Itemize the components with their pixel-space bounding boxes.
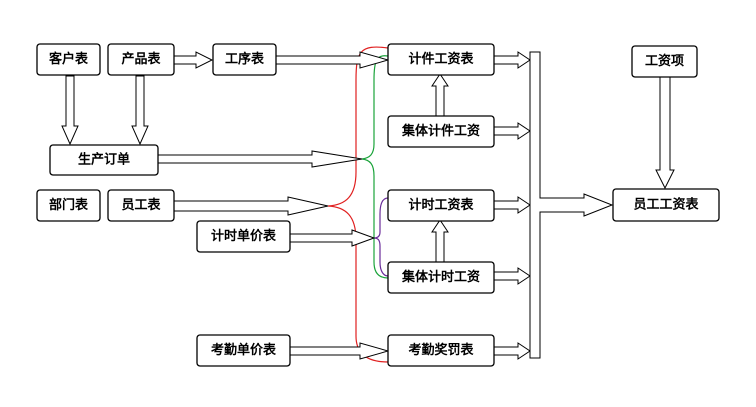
arrow-employee-to-curves xyxy=(173,196,329,216)
arrow-customer-to-order xyxy=(61,75,79,146)
node-process-table: 工序表 xyxy=(212,43,277,76)
arrow-attendance-price-to-reward xyxy=(289,342,390,360)
node-employee-table: 员工表 xyxy=(107,189,175,222)
arrow-group-time-to-collector xyxy=(493,267,531,285)
node-label: 考勤单价表 xyxy=(211,342,277,358)
node-piece-wage-table: 计件工资表 xyxy=(387,43,495,76)
node-label: 产品表 xyxy=(121,51,161,67)
node-customer-table: 客户表 xyxy=(36,43,101,76)
arrow-time-to-collector xyxy=(493,196,531,214)
arrow-order-to-curves xyxy=(157,150,363,168)
node-group-piece-wage: 集体计件工资 xyxy=(387,115,495,148)
arrow-process-to-piece-wage xyxy=(275,51,390,69)
node-label: 计时单价表 xyxy=(211,228,277,244)
arrow-product-to-order xyxy=(131,75,149,146)
node-label: 集体计件工资 xyxy=(401,123,480,139)
node-department-table: 部门表 xyxy=(36,189,101,222)
node-employee-wage-table: 员工工资表 xyxy=(612,188,720,222)
node-label: 工资项 xyxy=(645,53,684,69)
node-attendance-price-table: 考勤单价表 xyxy=(196,334,291,367)
node-label: 部门表 xyxy=(49,197,89,213)
arrow-hourly-price-to-curves xyxy=(289,229,376,247)
node-wage-items: 工资项 xyxy=(631,45,698,78)
node-production-order: 生产订单 xyxy=(49,144,159,176)
node-label: 计件工资表 xyxy=(408,51,474,67)
node-hourly-price-table: 计时单价表 xyxy=(196,220,291,253)
arrow-group-piece-to-piece xyxy=(431,73,449,117)
purple-connector xyxy=(373,197,389,277)
node-label: 生产订单 xyxy=(78,152,130,168)
node-group-time-wage: 集体计时工资 xyxy=(387,261,495,294)
node-label: 考勤奖罚表 xyxy=(408,342,474,358)
node-label: 员工表 xyxy=(121,197,161,213)
arrow-reward-to-collector xyxy=(493,342,531,360)
arrow-group-piece-to-collector xyxy=(493,122,531,140)
arrow-wage-items-to-employee-wage xyxy=(655,75,675,190)
node-label: 工序表 xyxy=(225,51,265,67)
node-product-table: 产品表 xyxy=(107,43,175,76)
node-label: 计时工资表 xyxy=(408,197,474,213)
arrow-piece-to-collector xyxy=(493,51,531,69)
green-connector xyxy=(361,55,389,279)
arrow-product-to-process xyxy=(173,51,214,69)
node-time-wage-table: 计时工资表 xyxy=(387,189,495,222)
arrow-group-time-to-time xyxy=(431,219,449,263)
node-attendance-reward-table: 考勤奖罚表 xyxy=(387,334,495,367)
node-label: 集体计时工资 xyxy=(401,269,480,285)
node-label: 客户表 xyxy=(49,51,89,67)
collector-bar xyxy=(529,51,614,359)
node-label: 员工工资表 xyxy=(633,197,699,213)
red-connector xyxy=(327,46,389,363)
